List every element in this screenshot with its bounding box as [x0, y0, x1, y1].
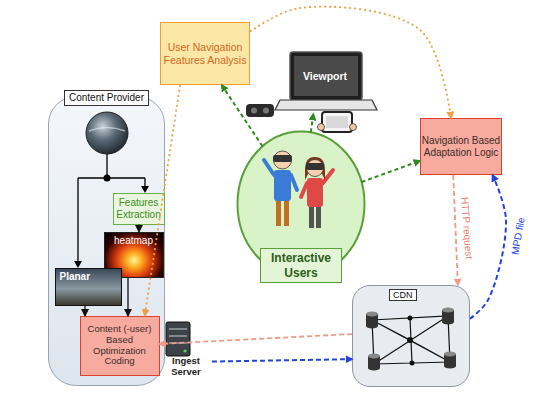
flow-connector: [250, 7, 451, 118]
circle-label: Interactive Users: [260, 248, 342, 283]
tablet-icon: [322, 112, 352, 132]
flow-connector: [212, 359, 352, 361]
cdn-server: [444, 352, 456, 369]
cdn-hub: [407, 337, 413, 343]
flow-connector: [222, 85, 263, 146]
branch-arrowhead: [74, 186, 149, 268]
user-leg: [276, 200, 281, 226]
hand-icon: [318, 124, 325, 131]
edge-label: MPD file: [509, 216, 526, 255]
laptop-base: [275, 100, 377, 110]
user-leg: [284, 200, 289, 226]
branch-dot: [104, 175, 111, 182]
screen-label: Viewport: [303, 70, 347, 82]
flow-connector: [311, 114, 314, 132]
vr-lens: [251, 108, 257, 114]
branch-line: [78, 154, 145, 262]
flow-connector: [160, 334, 353, 344]
flow-connector: [470, 175, 506, 319]
tablet-screen: [326, 116, 348, 128]
flow-connector: [84, 306, 85, 316]
flow-connector: [138, 225, 139, 232]
server-icon: [166, 322, 190, 356]
image-label: Planar: [60, 271, 91, 283]
flow-connector: [453, 175, 458, 285]
flow-connector: [145, 85, 180, 316]
process-box: Content (-user) Based Optimization Codin…: [80, 316, 160, 376]
flow-connector: [127, 278, 128, 316]
vr-headset-icon: [246, 104, 274, 117]
panorama-sphere: [86, 112, 128, 154]
user-leg: [316, 206, 321, 228]
process-box: Navigation Based Adaptation Logic: [420, 118, 502, 175]
user-leg: [309, 206, 314, 228]
laptop-display: [294, 56, 358, 96]
process-box: Features Extraction: [113, 193, 165, 225]
ingest-server: Ingest Server: [160, 320, 212, 378]
user-figure: [264, 151, 297, 226]
sphere-horizon: [89, 128, 125, 132]
flow-connector: [362, 161, 420, 182]
cdn-cloud: CDN: [352, 285, 470, 387]
user-hair: [305, 157, 325, 180]
users-circle: Interactive Users: [236, 130, 366, 278]
edge-label: HTTP request: [459, 197, 474, 260]
cdn-hub: [410, 361, 415, 366]
cdn-hub: [408, 316, 413, 321]
user-arm: [264, 160, 297, 190]
cdn-server: [368, 354, 380, 371]
box-label: User Navigation Features Analysis: [163, 41, 247, 65]
box-label: Navigation Based Adaptation Logic: [421, 135, 501, 158]
laptop-viewport: Viewport: [284, 50, 366, 114]
server-slot: [169, 329, 187, 343]
user-head: [274, 151, 292, 169]
vr-lens: [263, 108, 269, 114]
cdn-server: [366, 312, 378, 329]
user-headset: [306, 163, 324, 170]
cdn-server: [442, 308, 454, 325]
user-body: [274, 170, 291, 201]
user-figure: [301, 157, 333, 228]
user-body: [307, 178, 323, 207]
image-label: heatmap: [114, 235, 153, 247]
hand-icon: [350, 124, 357, 131]
box-label: Content (-user) Based Optimization Codin…: [81, 324, 159, 368]
analysis-box: User Navigation Features Analysis: [160, 22, 250, 85]
planar-image: Planar: [55, 268, 122, 306]
server-led: [183, 349, 186, 352]
user-arm: [301, 170, 333, 197]
user-head: [307, 160, 324, 177]
server-label: Ingest Server: [160, 356, 212, 378]
laptop-screen: [290, 52, 362, 100]
container-title: CDN: [389, 289, 417, 301]
cdn-links: [372, 316, 450, 364]
container-title: Content Provider: [64, 90, 149, 106]
box-label: Features Extraction: [114, 197, 164, 220]
user-headset: [273, 155, 292, 162]
provider-container: Content ProviderFeatures Extractionheatm…: [48, 96, 165, 386]
